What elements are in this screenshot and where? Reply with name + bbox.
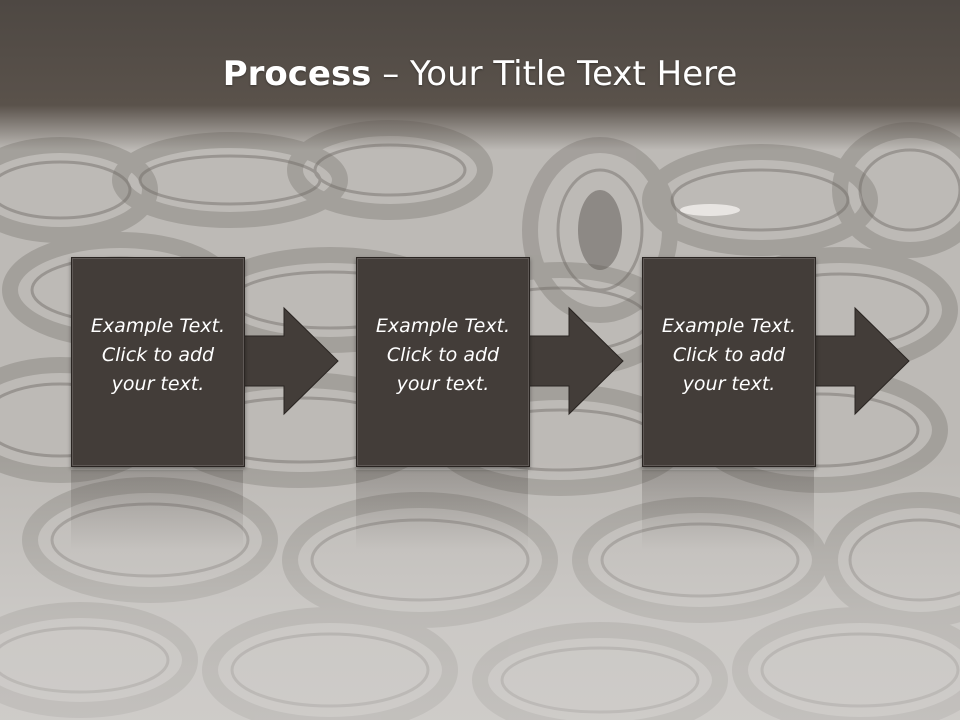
fade-overlay — [0, 460, 960, 720]
arrow-right-icon — [523, 306, 624, 416]
process-step-3[interactable]: Example Text. Click to add your text. — [642, 257, 816, 467]
step-1-text[interactable]: Example Text. Click to add your text. — [90, 315, 226, 395]
title-rest: – Your Title Text Here — [371, 54, 738, 94]
step-2-text[interactable]: Example Text. Click to add your text. — [375, 315, 511, 395]
step-1-reflection — [71, 470, 243, 550]
arrow-right-icon — [238, 306, 339, 416]
process-step-1[interactable]: Example Text. Click to add your text. — [71, 257, 245, 467]
title-bar — [0, 0, 960, 150]
step-3-reflection — [642, 470, 814, 550]
title-bold: Process — [222, 54, 372, 94]
step-2-reflection — [356, 470, 528, 550]
arrow-right-icon — [809, 306, 910, 416]
slide-title: Process – Your Title Text Here — [0, 52, 960, 96]
process-step-2[interactable]: Example Text. Click to add your text. — [356, 257, 530, 467]
step-3-text[interactable]: Example Text. Click to add your text. — [661, 315, 797, 395]
